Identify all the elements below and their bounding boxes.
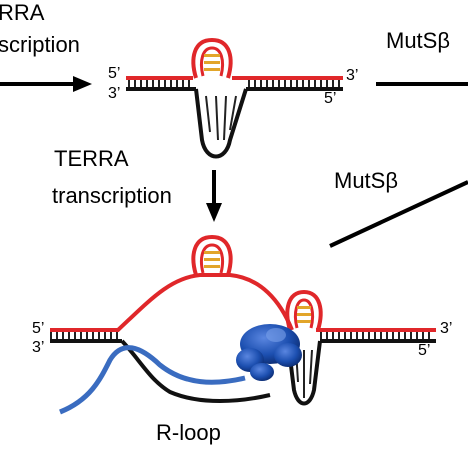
terra-label: TERRA	[54, 146, 129, 171]
g-quadruplex-junction	[285, 289, 323, 331]
strand-end-bottom-3prime-right: 3’	[440, 320, 453, 337]
transcription-label-top: scription	[0, 32, 80, 57]
strand-end-bottom-5prime-right: 5’	[418, 342, 431, 359]
strand-end-top-3prime-right: 3’	[346, 67, 359, 84]
arrow-down	[206, 170, 222, 222]
strand-end-top-5prime-right: 5’	[324, 90, 337, 107]
arrow-top-left	[0, 76, 92, 92]
arrow-diagonal	[329, 180, 468, 248]
mutsb-label-top: MutSβ	[386, 28, 451, 53]
hairpin-top	[194, 88, 248, 159]
g-quadruplex-bubble	[191, 234, 233, 276]
transcription-label: transcription	[52, 183, 172, 208]
strand-end-top-5prime-left: 5’	[108, 65, 121, 82]
strand-end-bottom-5prime-left: 5’	[32, 320, 45, 337]
strand-end-top-3prime-left: 3’	[108, 85, 121, 102]
protein-complex	[236, 324, 302, 381]
top-duplex	[126, 76, 343, 91]
rloop-label: R-loop	[156, 420, 221, 445]
terra-rna	[59, 345, 246, 415]
g-quadruplex-top	[191, 37, 233, 79]
hairpin-bottom	[286, 340, 322, 406]
bottom-duplex	[50, 273, 436, 403]
strand-end-bottom-3prime-left: 3’	[32, 339, 45, 356]
mutsb-label-mid: MutSβ	[334, 168, 399, 193]
terra-label-top: RRA	[0, 0, 45, 25]
